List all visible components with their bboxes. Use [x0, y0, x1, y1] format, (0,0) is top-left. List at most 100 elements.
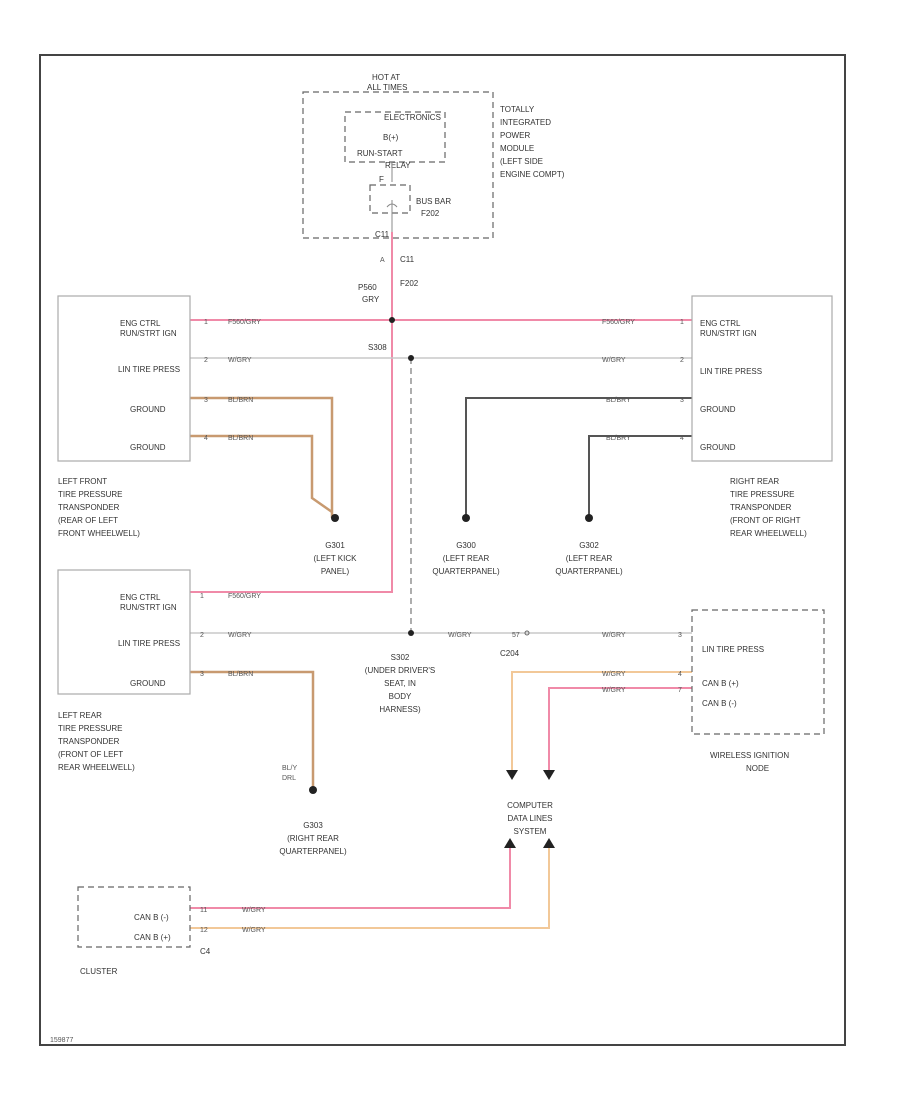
cds-label: SYSTEM	[514, 827, 547, 836]
lr-pin: 1	[200, 593, 204, 600]
lr-desc-line: (FRONT OF LEFT	[58, 750, 123, 759]
splice-desc: SEAT, IN	[384, 679, 416, 688]
win-desc-line: NODE	[746, 764, 769, 773]
ground-wire	[465, 397, 692, 518]
tipm-pin: C11	[375, 230, 390, 239]
left-front-transponder: ENG CTRL RUN/STRT IGN LIN TIRE PRESS GRO…	[57, 295, 261, 538]
splice-dot	[408, 355, 414, 361]
win-pin: 7	[678, 687, 682, 694]
ground-label: (RIGHT REAR	[287, 834, 339, 843]
rr-row-label: RUN/STRT IGN	[700, 329, 757, 338]
fuse-icon	[386, 203, 398, 208]
arrow-down-icon	[506, 770, 518, 780]
ground-label: QUARTERPANEL)	[555, 567, 623, 576]
lf-row-label: RUN/STRT IGN	[120, 329, 177, 338]
can-wire	[548, 687, 692, 770]
win-desc-line: WIRELESS IGNITION	[710, 751, 789, 760]
win-wire-label: W/GRY	[602, 632, 626, 639]
ground-g301: G301 (LEFT KICK PANEL)	[314, 514, 358, 576]
ground-icon	[462, 514, 470, 522]
tipm-description: TOTALLY INTEGRATED POWER MODULE (LEFT SI…	[500, 105, 565, 179]
tipm-relay: RELAY	[385, 161, 411, 170]
win-pin: 4	[678, 671, 682, 678]
feed-fuse: F202	[400, 279, 419, 288]
lf-pin: 2	[204, 357, 208, 364]
lr-desc-line: TIRE PRESSURE	[58, 724, 122, 733]
tipm-fuse: F202	[421, 209, 440, 218]
lr-desc-line: REAR WHEELWELL)	[58, 763, 135, 772]
tipm-desc-line: INTEGRATED	[500, 118, 551, 127]
ground-label: (LEFT REAR	[443, 554, 490, 563]
lr-row-label: LIN TIRE PRESS	[118, 639, 180, 648]
busbar-outline	[369, 184, 411, 214]
lf-ground-wires	[190, 396, 334, 518]
rr-pin: 4	[680, 435, 684, 442]
lf-module-box	[57, 295, 191, 462]
lf-desc-line: FRONT WHEELWELL)	[58, 529, 140, 538]
computer-data-lines-system: COMPUTER DATA LINES SYSTEM	[504, 770, 555, 848]
lf-desc-line: (REAR OF LEFT	[58, 516, 118, 525]
splice-desc: BODY	[389, 692, 412, 701]
lr-ground-wire	[190, 670, 315, 788]
connector-icon	[524, 630, 530, 636]
splice-desc: HARNESS)	[379, 705, 421, 714]
c204-label: C204	[500, 649, 520, 658]
cluster-pin: 11	[200, 907, 207, 914]
lr-wire-label: BL/BRN	[228, 671, 253, 678]
ground-wire	[190, 434, 333, 514]
c204-pin: 57	[512, 632, 520, 639]
left-rear-transponder: ENG CTRL RUN/STRT IGN LIN TIRE PRESS GRO…	[57, 569, 261, 772]
splice-dot	[408, 630, 414, 636]
feed-circuit: C11	[400, 255, 415, 264]
arrow-up-icon	[543, 838, 555, 848]
rr-ground-wires	[465, 397, 692, 518]
footer-id: 159877	[50, 1037, 73, 1044]
lf-desc-line: TIRE PRESSURE	[58, 490, 122, 499]
lf-pin: 3	[204, 397, 208, 404]
power-wire	[190, 232, 393, 593]
ground-label: PANEL)	[321, 567, 350, 576]
lf-wire-label: W/GRY	[228, 357, 252, 364]
feed-wire-size: P560	[358, 283, 377, 292]
rr-row-label: GROUND	[700, 405, 736, 414]
win-pin: 3	[678, 632, 682, 639]
cluster-module: CAN B (-) CAN B (+) 11 12 C4 W/GRY W/GRY…	[77, 886, 266, 976]
can-wire	[511, 671, 692, 770]
ground-label: QUARTERPANEL)	[279, 847, 347, 856]
rr-row-label: ENG CTRL	[700, 319, 741, 328]
rr-pin: 3	[680, 397, 684, 404]
can-wire	[190, 848, 511, 909]
ground-label: G302	[579, 541, 599, 550]
ground-g300: G300 (LEFT REAR QUARTERPANEL)	[432, 514, 500, 576]
ground-icon	[309, 786, 317, 794]
relay-outline	[344, 111, 446, 163]
ground-label: G301	[325, 541, 345, 550]
tipm-bplus: B(+)	[383, 133, 399, 142]
splice-s308: S308	[368, 343, 387, 352]
rr-wire-label: BL/BRY	[606, 397, 631, 404]
ground-label: G300	[456, 541, 476, 550]
tipm-desc-line: POWER	[500, 131, 530, 140]
lin-wire-label: W/GRY	[448, 632, 472, 639]
cluster-name: CLUSTER	[80, 967, 118, 976]
lf-row-label: ENG CTRL	[120, 319, 161, 328]
tipm-module: HOT AT ALL TIMES ELECTRONICS B(+) RUN-ST…	[302, 73, 565, 239]
lf-desc-line: LEFT FRONT	[58, 477, 107, 486]
lin-bus	[190, 357, 692, 634]
lf-pin: 1	[204, 319, 208, 326]
rr-wire-label: F560/GRY	[602, 319, 635, 326]
tipm-desc-line: TOTALLY	[500, 105, 535, 114]
feed-wire-color: GRY	[362, 295, 380, 304]
can-wire	[190, 848, 550, 929]
win-row-label: CAN B (+)	[702, 679, 739, 688]
cluster-row-label: CAN B (+)	[134, 933, 171, 942]
rr-wire-label: BL/BRY	[606, 435, 631, 442]
rr-desc-line: (FRONT OF RIGHT	[730, 516, 801, 525]
splice-s302: S302 (UNDER DRIVER'S SEAT, IN BODY HARNE…	[365, 653, 435, 714]
tipm-sub-title: ELECTRONICS	[384, 113, 441, 122]
ground-wire	[190, 396, 334, 518]
lr-module-box	[57, 569, 191, 695]
ground-label: (LEFT KICK	[314, 554, 358, 563]
ground-wire-label: DRL	[282, 775, 296, 782]
